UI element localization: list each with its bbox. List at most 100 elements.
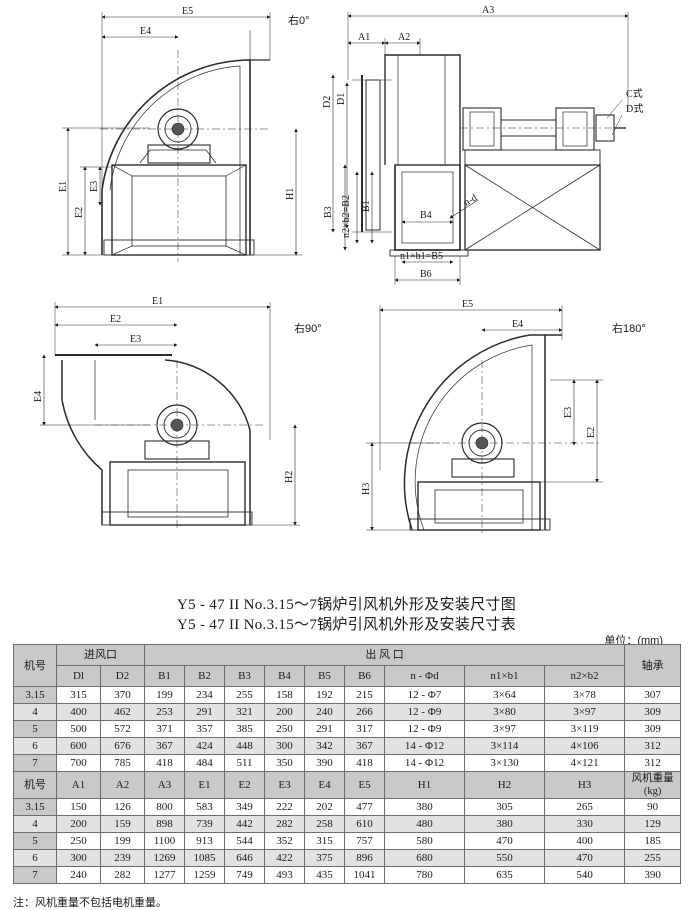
table-cell: 3×114 xyxy=(464,737,545,755)
table-cell: 12 - Φ9 xyxy=(384,720,465,738)
table-cell: 422 xyxy=(264,849,305,867)
table-cell: 240 xyxy=(56,866,101,884)
header-row-table2: 机号 A1 A2 A3 E1 E2 E3 E4 E5 H1 H2 H3 风机重量… xyxy=(13,771,682,799)
table-cell: 424 xyxy=(184,737,225,755)
table-cell: 646 xyxy=(224,849,265,867)
table-cell: 305 xyxy=(464,798,545,816)
table-cell: 282 xyxy=(100,866,145,884)
header-outlet: 出 风 口 xyxy=(143,644,626,666)
table-cell: 352 xyxy=(264,832,305,850)
drawing-top-right xyxy=(331,12,629,285)
label-d-type: D式 xyxy=(626,102,643,115)
table-cell: 266 xyxy=(344,703,385,721)
table-cell: 511 xyxy=(224,754,265,772)
table-cell: 234 xyxy=(184,686,225,704)
table-cell: 265 xyxy=(543,798,626,816)
header-inlet: 进风口 xyxy=(56,644,145,666)
table-cell: 1041 xyxy=(344,866,385,884)
table-cell: 800 xyxy=(144,798,185,816)
row-model: 5 xyxy=(13,720,57,738)
table-cell: 390 xyxy=(624,866,682,884)
drawing-top-left-labels: E5 E4 E1 E2 E3 H1 右0° xyxy=(58,6,310,218)
table-cell: 159 xyxy=(100,815,145,833)
table-cell: 3×130 xyxy=(464,754,545,772)
orientation-label-180: 右180° xyxy=(612,321,646,335)
table-cell: 898 xyxy=(144,815,185,833)
label-n2-b2: n2×b2=B2 xyxy=(341,195,352,238)
label-e4-90: E4 xyxy=(33,391,44,402)
bearing-2 xyxy=(555,107,595,151)
row-model: 3.15 xyxy=(13,686,57,704)
table-cell: 610 xyxy=(344,815,385,833)
table-cell: 1100 xyxy=(144,832,185,850)
col-header: A1 xyxy=(56,771,101,799)
header-row-columns: Dl D2 B1 B2 B3 B4 B5 B6 n - Φd n1×b1 n2×… xyxy=(14,665,681,687)
table-cell: 493 xyxy=(264,866,305,884)
col-header: E1 xyxy=(184,771,225,799)
shaft-hub xyxy=(157,108,199,150)
table-cell: 199 xyxy=(100,832,145,850)
label-e1-90: E1 xyxy=(152,296,163,307)
col-header: E3 xyxy=(264,771,305,799)
table-cell: 600 xyxy=(56,737,101,755)
volute-casing xyxy=(101,59,251,255)
table-cell: 215 xyxy=(344,686,385,704)
row-model: 7 xyxy=(13,754,57,772)
label-n1-b1: n1×b1=B5 xyxy=(400,251,443,262)
col-header: B1 xyxy=(144,665,185,687)
col-header: B4 xyxy=(264,665,305,687)
table-cell: 785 xyxy=(100,754,145,772)
label-e4-180: E4 xyxy=(512,319,523,330)
table-cell: 192 xyxy=(304,686,345,704)
table-cell: 540 xyxy=(543,866,626,884)
label-b1: B1 xyxy=(361,200,372,212)
table-cell: 300 xyxy=(264,737,305,755)
table-cell: 470 xyxy=(464,832,545,850)
table-cell: 3×119 xyxy=(543,720,626,738)
table-cell: 380 xyxy=(384,798,465,816)
outlet-flange xyxy=(394,164,461,251)
label-a1: A1 xyxy=(358,32,370,43)
table-cell: 250 xyxy=(56,832,101,850)
table-cell: 400 xyxy=(56,703,101,721)
table-cell: 126 xyxy=(100,798,145,816)
table-cell: 321 xyxy=(224,703,265,721)
col-header: B2 xyxy=(184,665,225,687)
base-frame-90 xyxy=(109,461,246,526)
table-cell: 14 - Φ12 xyxy=(384,737,465,755)
label-e1: E1 xyxy=(58,181,69,192)
label-e5-180: E5 xyxy=(462,299,473,310)
table-cell: 330 xyxy=(543,815,626,833)
volute-casing-180 xyxy=(403,334,546,531)
shaft-hub-90 xyxy=(156,404,198,446)
table-cell: 158 xyxy=(264,686,305,704)
table-cell: 367 xyxy=(144,737,185,755)
table-cell: 3×97 xyxy=(464,720,545,738)
label-c-type: C式 xyxy=(626,87,643,100)
label-b3: B3 xyxy=(323,206,334,218)
table-cell: 312 xyxy=(624,754,682,772)
label-h3: H3 xyxy=(361,483,372,495)
table-cell: 380 xyxy=(464,815,545,833)
col-header: H1 xyxy=(384,771,465,799)
table-cell: 4×121 xyxy=(543,754,626,772)
table-cell: 418 xyxy=(144,754,185,772)
table-cell: 255 xyxy=(624,849,682,867)
table-cell: 312 xyxy=(624,737,682,755)
col-header: A3 xyxy=(144,771,185,799)
table-cell: 757 xyxy=(344,832,385,850)
table-cell: 3×80 xyxy=(464,703,545,721)
label-b6: B6 xyxy=(420,269,432,280)
label-b4: B4 xyxy=(420,210,432,221)
table-cell: 90 xyxy=(624,798,682,816)
label-h1: H1 xyxy=(285,188,296,200)
